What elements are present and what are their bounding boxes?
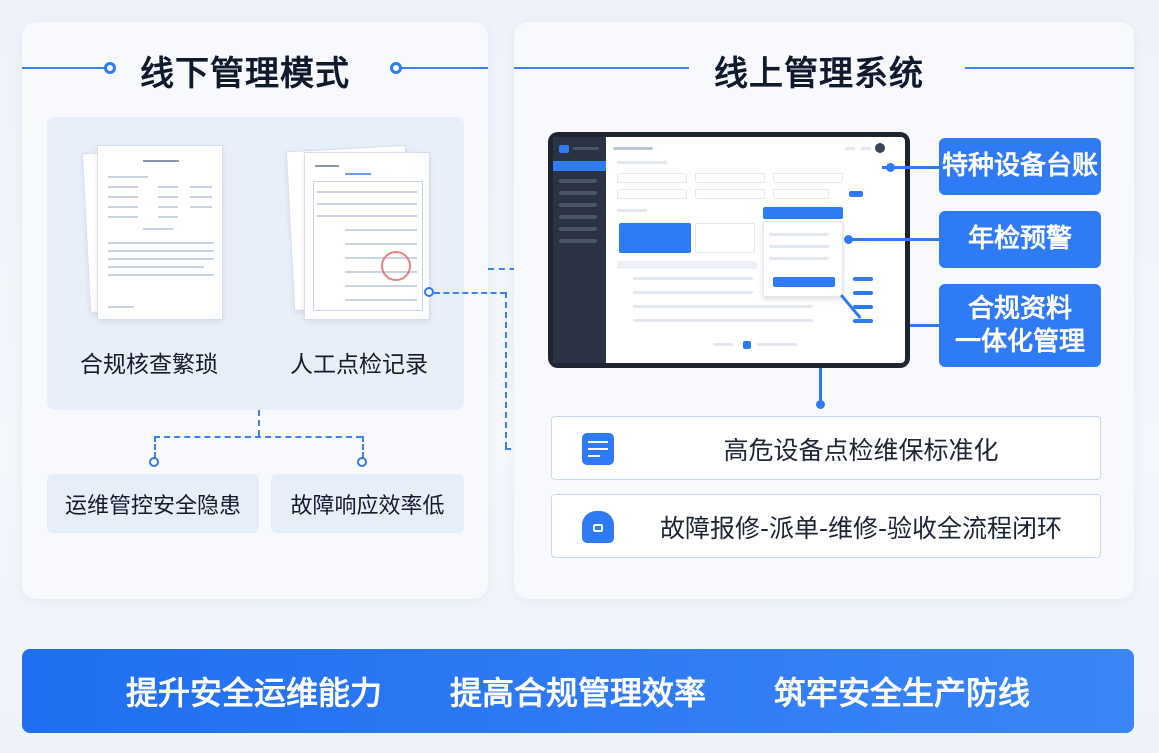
doc-label-compliance: 合规核查繁琐 xyxy=(80,352,218,378)
connector-alert xyxy=(848,238,939,241)
connector-tablet-down xyxy=(819,368,822,404)
stat-card-highlight xyxy=(619,223,691,253)
feature-equipment-ledger: 特种设备台账 xyxy=(939,138,1101,195)
doc-connector-v xyxy=(505,292,507,448)
red-seal-icon xyxy=(381,251,411,281)
title-dot-left-a xyxy=(104,62,116,74)
connector-tablet-down-dot xyxy=(816,400,825,409)
issue-security-risk: 运维管控安全隐患 xyxy=(47,474,259,533)
title-line-right-a xyxy=(514,67,689,69)
issue-dot-right xyxy=(357,457,367,467)
bar-standardization-label: 高危设备点检维保标准化 xyxy=(723,436,999,465)
doc-connector-h1 xyxy=(434,292,506,294)
server-list-icon xyxy=(582,433,614,465)
connector-alert-dot xyxy=(844,235,853,244)
issue-dot-left xyxy=(149,457,159,467)
doc-label-inspection: 人工点检记录 xyxy=(290,352,428,378)
issue-connector-left xyxy=(154,436,156,458)
connector-ledger xyxy=(882,166,939,169)
title-dot-left-b xyxy=(390,62,402,74)
issue-connector-bar xyxy=(154,436,362,438)
system-tablet-mockup xyxy=(548,132,910,368)
bar-repair-workflow-label: 故障报修-派单-维修-验收全流程闭环 xyxy=(659,514,1063,543)
banner-item-defense: 筑牢安全生产防线 xyxy=(773,674,1030,712)
issue-connector-stem xyxy=(258,410,260,436)
issue-connector-right xyxy=(362,436,364,458)
offline-title: 线下管理模式 xyxy=(140,54,350,94)
popup-confirm-button xyxy=(773,277,835,287)
banner-item-compliance: 提高合规管理效率 xyxy=(449,674,706,712)
doc-connector-dot xyxy=(424,287,434,297)
bar-standardization: 高危设备点检维保标准化 xyxy=(551,416,1101,480)
connector-docs xyxy=(910,324,939,327)
issue-slow-response: 故障响应效率低 xyxy=(271,474,464,533)
title-line-left-a xyxy=(22,67,107,69)
system-sidebar xyxy=(553,137,606,363)
bar-repair-workflow: 故障报修-派单-维修-验收全流程闭环 xyxy=(551,494,1101,558)
connector-ledger-dot xyxy=(886,163,895,172)
feature-compliance-docs: 合规资料 一体化管理 xyxy=(939,284,1101,367)
system-screen xyxy=(553,137,905,363)
banner-item-safety: 提升安全运维能力 xyxy=(125,674,382,712)
compliance-document xyxy=(97,145,223,320)
online-title: 线上管理系统 xyxy=(714,54,924,94)
feature-annual-inspection-alert: 年检预警 xyxy=(939,211,1101,268)
inspection-record-document xyxy=(304,152,430,320)
value-banner: 提升安全运维能力 提高合规管理效率 筑牢安全生产防线 xyxy=(22,649,1134,733)
repair-cloud-icon xyxy=(582,511,614,543)
title-line-right-b xyxy=(965,67,1134,69)
title-line-left-b xyxy=(402,67,488,69)
